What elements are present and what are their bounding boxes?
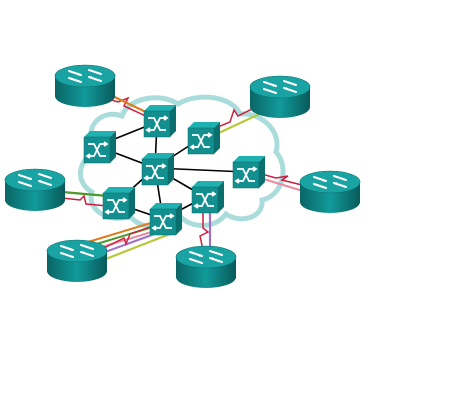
serial-link-top-right [205,103,263,133]
s-right-switch[interactable] [232,156,265,189]
switch-side [110,131,116,163]
r-bottom-left-router[interactable] [46,239,108,282]
switch-side [218,181,224,213]
switch-side [214,122,220,154]
serial-link-left [61,194,109,207]
router-top [175,245,237,269]
r-left-router[interactable] [4,168,66,211]
switch-icon [151,213,175,231]
switch-icon [189,132,213,150]
switch-side [259,156,265,188]
router-icon [263,80,297,94]
router-top [54,64,116,88]
r-bottom-router[interactable] [175,245,237,288]
switch-top [84,131,116,137]
link-bundle-lime [97,232,171,264]
router-top [46,239,108,263]
switch-icon [234,166,258,184]
switch-side [176,203,182,235]
switch-top [233,156,265,162]
switch-side [168,153,174,185]
serial-link-right [253,171,307,187]
network-devices [4,64,361,288]
serial-link-bundle [95,223,159,253]
switch-top [188,122,220,128]
switch-top [192,181,224,187]
r-top-left-router[interactable] [54,64,116,107]
router-icon [60,244,94,258]
router-icon [18,173,52,187]
s-top-switch[interactable] [143,105,176,138]
router-top [4,168,66,192]
router-top [299,170,361,194]
s-center-switch[interactable] [141,153,174,186]
switch-icon [104,197,128,215]
switch-top [142,153,174,159]
ethernet-link-left [61,190,109,198]
serial-link-bottom [199,212,210,251]
s-bottom-right-switch[interactable] [191,181,224,214]
switch-icon [145,115,169,133]
switch-top [150,203,182,209]
s-bottom-left-switch[interactable] [149,203,182,236]
link-bundle-orange [87,221,155,243]
switch-icon [143,163,167,181]
s-upper-left-switch[interactable] [83,131,116,164]
switch-icon [85,141,109,159]
switch-icon [193,191,217,209]
r-right-router[interactable] [299,170,361,213]
switch-top [103,187,135,193]
s-left-switch[interactable] [102,187,135,220]
router-top [249,75,311,99]
router-icon [189,250,223,264]
switch-side [129,187,135,219]
switch-side [170,105,176,137]
r-top-right-router[interactable] [249,75,311,118]
router-icon [313,175,347,189]
switch-top [144,105,176,111]
router-icon [68,69,102,83]
s-upper-right-switch[interactable] [187,122,220,155]
